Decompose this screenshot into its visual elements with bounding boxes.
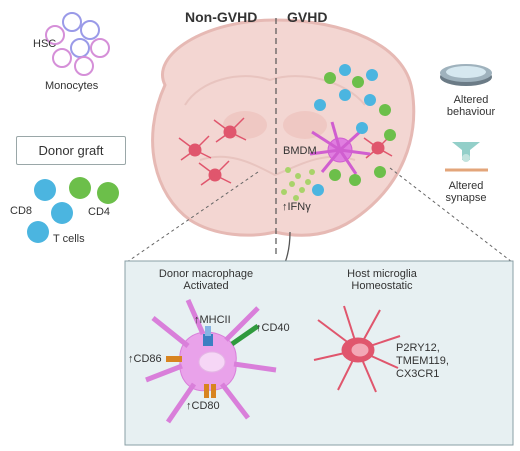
marker-line-3: CX3CR1 [396,368,440,380]
header-gvhd: GVHD [287,9,328,25]
macrophage-title-2: Activated [183,280,229,292]
cd80-receptor [204,384,216,398]
cd86-label: ↑CD86 [128,353,162,365]
microglia-title-2: Homeostatic [351,280,413,292]
ifn-dots [281,167,315,201]
microglia-title-1: Host microglia [347,268,417,280]
synapse-line1: Altered [448,180,484,192]
microglia-title: Host microglia Homeostatic [322,268,442,292]
macrophage-title-1: Donor macrophage [158,268,254,280]
ifn-label: ↑IFNγ [282,201,311,213]
synapse-label: Altered synapse [440,180,492,204]
behaviour-icon [440,64,492,86]
mhcii-label: ↑MHCII [194,314,231,326]
donor-graft-box: Donor graft [16,136,126,165]
mhcii-receptor [203,326,213,346]
homeostatic-microglia [313,305,401,393]
behaviour-line1: Altered [453,94,489,106]
brain-tcells [312,64,396,196]
cd8-label: CD8 [10,205,33,217]
activated-macrophage [145,298,277,424]
cd80-label: ↑CD80 [186,400,220,412]
cd86-receptor [166,356,182,362]
hsc-label: HSC [33,38,57,50]
cd4-label: CD4 [88,206,111,218]
donor-tcells [27,177,119,243]
synapse-line2: synapse [445,192,487,204]
hsc-monocytes-icons [45,12,110,76]
marker-line-1: P2RY12, [396,342,440,354]
brain-microglia [178,117,393,186]
zoom-line-left [126,171,259,263]
tcells-label: T cells [53,233,85,245]
behaviour-label: Altered behaviour [445,94,497,118]
cd40-receptor [230,323,260,347]
monocytes-label: Monocytes [45,80,99,92]
zoom-line-right [389,167,513,263]
header-non-gvhd: Non-GVHD [185,9,258,25]
cd40-label: ↑CD40 [256,322,290,334]
bmdm-label: BMDM [283,145,317,157]
homeostatic-markers: P2RY12, TMEM119, CX3CR1 [396,342,449,381]
behaviour-line2: behaviour [446,106,496,118]
bmdm-cell [309,121,371,175]
synapse-icon [445,142,488,172]
marker-line-2: TMEM119, [396,355,449,367]
macrophage-title: Donor macrophage Activated [133,268,279,292]
